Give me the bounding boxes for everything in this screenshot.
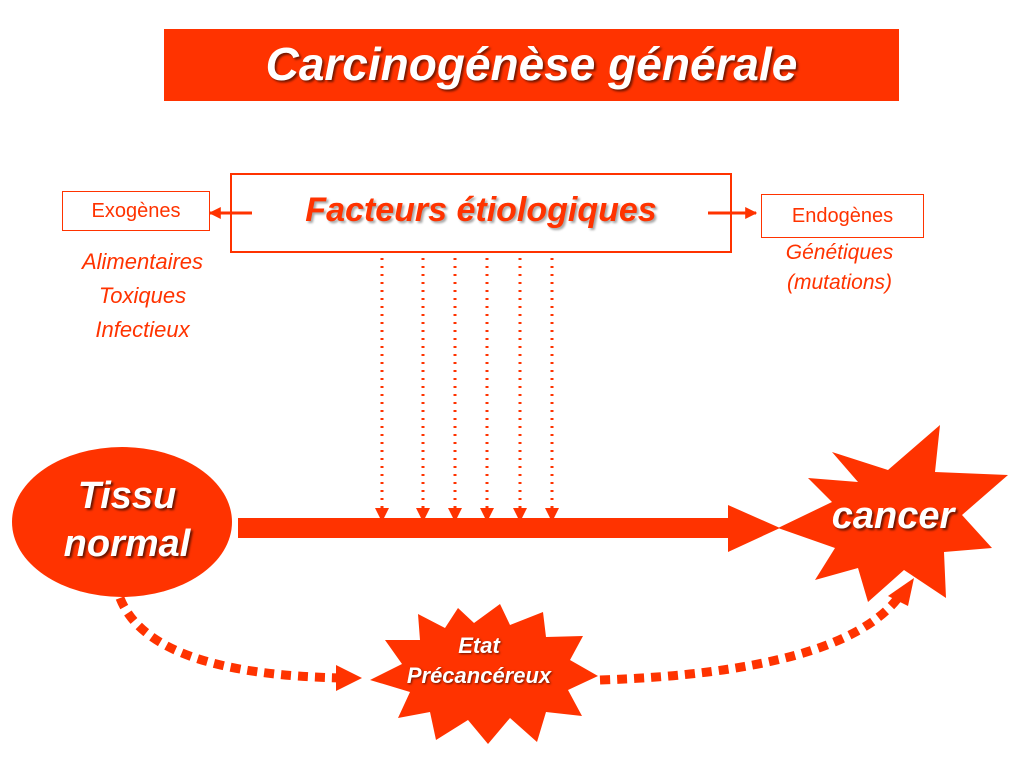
page-title: Carcinogénèse générale [265,38,798,90]
influence-arrows [380,258,554,508]
tissu-label-line2: normal [63,523,191,565]
etat-precancereux-burst [370,604,598,744]
influence-arrowhead [513,508,527,522]
influence-arrowhead [416,508,430,522]
tissu-normal-label: Tissu normal [22,472,232,568]
influence-arrowhead [375,508,389,522]
title-banner: Carcinogénèse générale [164,29,899,101]
influence-arrowhead [545,508,559,522]
etat-precancereux-label: Etat Précancéreux [383,631,575,691]
endogenes-item-mutations: (mutations) [786,271,893,294]
main-arrow-shaft [238,518,734,538]
influence-arrowheads [375,508,559,522]
influence-arrowhead [448,508,462,522]
dashed-arrow-to-cancer [599,595,902,685]
main-arrow-head [728,505,780,552]
endogenes-box: Endogènes [761,194,924,238]
endogenes-list: Génétiques (mutations) [752,238,927,298]
endogenes-item-genetiques: Génétiques [785,241,894,264]
etat-label-line2: Précancéreux [406,663,552,688]
factors-box: Facteurs étiologiques [230,173,732,253]
exogenes-item-toxiques: Toxiques [98,283,187,308]
factors-label: Facteurs étiologiques [305,191,657,229]
exogenes-item-alimentaires: Alimentaires [81,249,204,274]
exogenes-item-infectieux: Infectieux [95,317,190,342]
etat-label-line1: Etat [458,633,500,658]
dashed-arrow-head-etat [336,665,362,691]
dashed-arrow-to-etat [115,596,346,683]
tissu-label-line1: Tissu [77,475,177,517]
influence-arrowhead [480,508,494,522]
dashed-arrow-head-cancer [888,578,914,606]
exogenes-list: Alimentaires Toxiques Infectieux [40,245,245,347]
tissu-normal-ellipse [12,447,232,597]
cancer-burst [778,425,1008,602]
cancer-label: cancer [831,495,955,537]
